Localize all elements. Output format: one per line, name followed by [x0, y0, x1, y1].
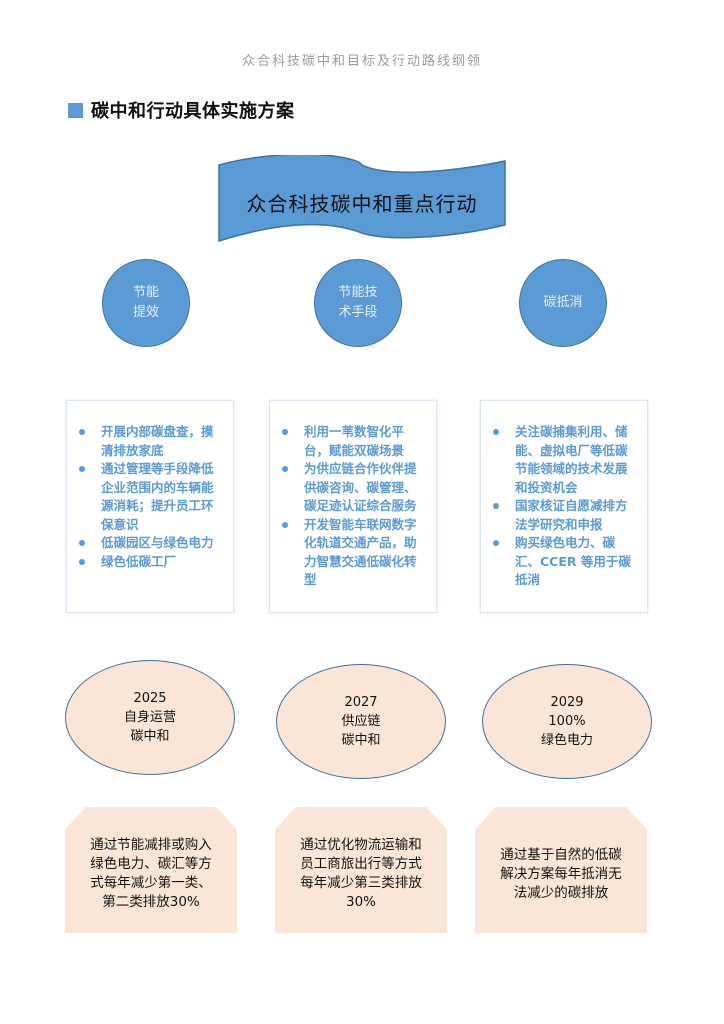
description-text: 通过优化物流运输和员工商旅出行等方式每年减少第三类排放 30%: [300, 837, 422, 910]
list-item: 国家核证自愿减排方法学研究和申报: [493, 497, 639, 534]
milestone-line2: 碳中和: [341, 733, 381, 748]
milestone-year: 2027: [344, 695, 378, 710]
list-item: 利用一苇数智化平台，赋能双碳场景: [282, 423, 428, 460]
section-heading-text: 碳中和行动具体实施方案: [91, 101, 295, 122]
document-header-title: 众合科技碳中和目标及行动路线纲领: [241, 54, 482, 69]
milestone-line1: 100%: [548, 714, 586, 729]
category-circle-technology: 节能技 术手段: [314, 259, 402, 347]
description-box-2025: 通过节能减排或购入绿色电力、碳汇等方式每年减少第一类、第二类排放30%: [65, 807, 237, 933]
action-box-efficiency: 开展内部碳盘查，摸清排放家底 通过管理等手段降低企业范围内的车辆能源消耗；提升员…: [66, 400, 234, 613]
list-item: 开展内部碳盘查，摸清排放家底: [79, 423, 225, 460]
list-item: 低碳园区与绿色电力: [79, 534, 225, 553]
section-heading: 碳中和行动具体实施方案: [68, 97, 295, 123]
heading-square-icon: [68, 102, 83, 118]
list-item: 关注碳捕集利用、储能、虚拟电厂等低碳节能领域的技术发展和投资机会: [493, 423, 639, 497]
milestone-year: 2029: [550, 695, 584, 710]
action-box-technology: 利用一苇数智化平台，赋能双碳场景 为供应链合作伙伴提供碳咨询、碳管理、碳足迹认证…: [269, 400, 437, 613]
list-item: 为供应链合作伙伴提供碳咨询、碳管理、碳足迹认证综合服务: [282, 460, 428, 516]
list-item: 购买绿色电力、碳汇、CCER 等用于碳抵消: [493, 534, 639, 590]
milestone-ellipse-2027: 2027 供应链 碳中和: [276, 664, 446, 779]
milestone-ellipse-2025: 2025 自身运营 碳中和: [65, 660, 235, 775]
list-item: 通过管理等手段降低企业范围内的车辆能源消耗；提升员工环保意识: [79, 460, 225, 534]
milestone-line2: 碳中和: [130, 729, 170, 744]
category-circle-offset: 碳抵消: [519, 259, 607, 347]
milestone-ellipse-2029: 2029 100% 绿色电力: [482, 664, 652, 779]
description-text: 通过基于自然的低碳解决方案每年抵消无法减少的碳排放: [500, 846, 622, 901]
list-item: 绿色低碳工厂: [79, 553, 225, 572]
milestone-line2: 绿色电力: [540, 733, 593, 748]
banner-title: 众合科技碳中和重点行动: [246, 191, 478, 216]
description-box-2027: 通过优化物流运输和员工商旅出行等方式每年减少第三类排放 30%: [275, 807, 447, 933]
milestone-year: 2025: [133, 691, 167, 706]
list-item: 开发智能车联网数字化轨道交通产品，助力智慧交通低碳化转型: [282, 516, 428, 590]
milestone-line1: 自身运营: [123, 710, 176, 725]
wave-banner: 众合科技碳中和重点行动: [216, 155, 508, 245]
milestone-line1: 供应链: [341, 714, 381, 729]
description-box-2029: 通过基于自然的低碳解决方案每年抵消无法减少的碳排放: [475, 807, 647, 933]
description-text: 通过节能减排或购入绿色电力、碳汇等方式每年减少第一类、第二类排放30%: [90, 837, 212, 910]
action-box-offset: 关注碳捕集利用、储能、虚拟电厂等低碳节能领域的技术发展和投资机会 国家核证自愿减…: [480, 400, 648, 613]
wave-banner-shape: [218, 155, 506, 243]
category-circle-efficiency: 节能 提效: [102, 259, 190, 347]
